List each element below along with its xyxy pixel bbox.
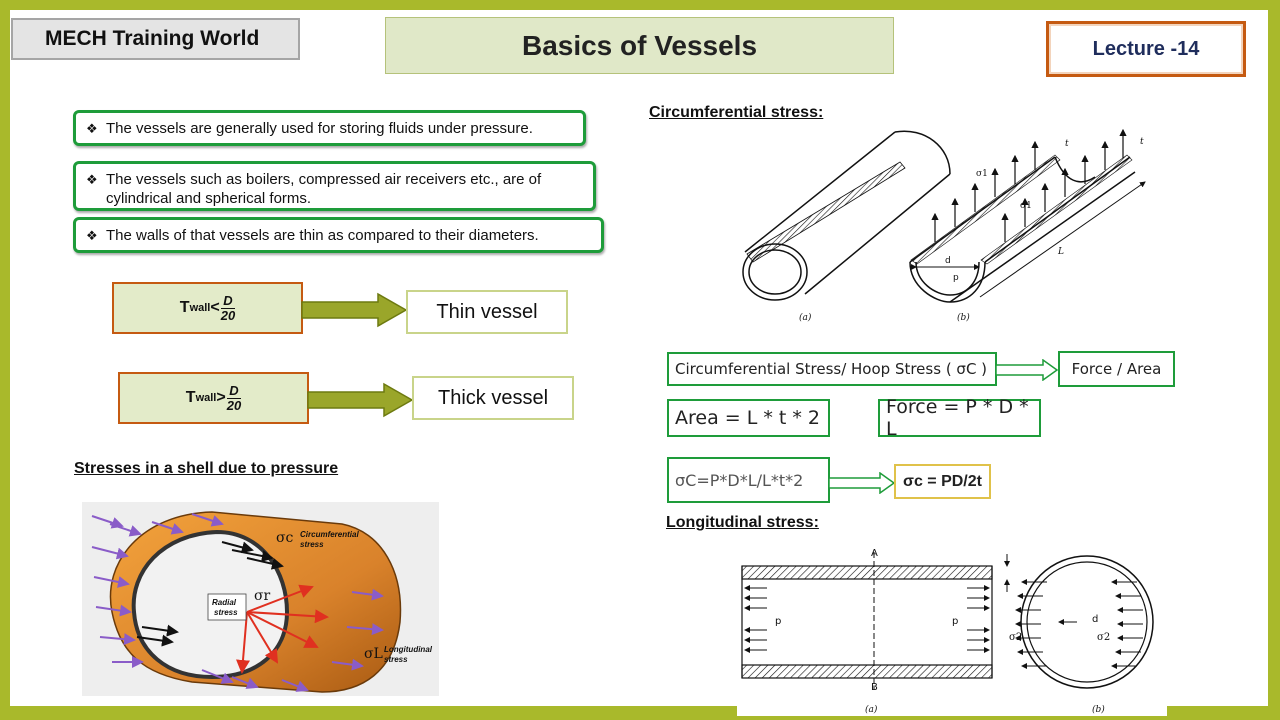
page-title: Basics of Vessels [385, 17, 894, 74]
circ-heading: Circumferential stress: [649, 104, 824, 121]
brand-label: MECH Training World [11, 18, 300, 60]
bullet-item: ❖ The vessels are generally used for sto… [73, 110, 586, 146]
diamond-bullet-icon: ❖ [86, 228, 98, 243]
area-formula-box: Area = L * t * 2 [667, 399, 830, 437]
arrow-right-icon [828, 472, 896, 494]
svg-text:Longitudinal: Longitudinal [384, 645, 433, 654]
svg-text:t: t [1065, 139, 1069, 149]
thin-vessel-label: Thin vessel [406, 290, 568, 334]
diamond-bullet-icon: ❖ [86, 121, 98, 136]
shell-stress-figure: σc Circumferential stress Radial stress … [82, 502, 439, 696]
svg-text:B: B [871, 682, 878, 693]
lecture-badge: Lecture -14 [1046, 21, 1246, 77]
force-formula-box: Force = P * D * L [878, 396, 1041, 440]
frame-left [0, 0, 10, 720]
svg-text:(a): (a) [865, 704, 878, 715]
sigma-c-label: σc [276, 530, 294, 546]
hoop-stress-box: Circumferential Stress/ Hoop Stress ( σC… [667, 352, 997, 386]
longitudinal-figure: A B p p (a) d σ2 σ2 (b) [737, 540, 1167, 716]
force-area-box: Force / Area [1058, 351, 1175, 387]
bullet-text: The walls of that vessels are thin as co… [106, 227, 539, 244]
svg-text:σ2: σ2 [1097, 632, 1110, 643]
arrow-right-icon [995, 359, 1059, 381]
stress-heading: Stresses in a shell due to pressure [74, 460, 339, 477]
svg-text:(b): (b) [957, 312, 970, 322]
arrow-right-icon [307, 382, 414, 418]
svg-text:p: p [775, 616, 781, 627]
svg-text:d: d [1092, 614, 1098, 625]
long-heading: Longitudinal stress: [666, 514, 819, 531]
svg-text:(a): (a) [799, 312, 812, 322]
svg-text:(b): (b) [1092, 704, 1105, 715]
svg-text:σ2: σ2 [1009, 632, 1022, 643]
bullet-text: The vessels such as boilers, compressed … [106, 171, 542, 207]
sigma-r-label: σr [254, 588, 271, 604]
sigma-result-box: σc = PD/2t [894, 464, 991, 499]
svg-text:L: L [1057, 247, 1064, 257]
svg-text:stress: stress [300, 540, 324, 549]
bullet-text: The vessels are generally used for stori… [106, 120, 533, 137]
svg-text:d: d [945, 256, 951, 266]
svg-text:stress: stress [384, 655, 408, 664]
svg-text:σ1: σ1 [1020, 201, 1032, 211]
svg-text:stress: stress [214, 608, 238, 617]
svg-text:Radial: Radial [212, 598, 237, 607]
circumferential-figure: (a) d p σ1 σ1 t t L (b) [742, 128, 1146, 322]
frame-top [0, 0, 1280, 10]
frame-right [1268, 0, 1280, 720]
diamond-bullet-icon: ❖ [86, 172, 98, 187]
svg-text:p: p [953, 273, 959, 283]
bullet-item: ❖ The vessels such as boilers, compresse… [73, 161, 596, 211]
sigma-l-label: σL [364, 646, 383, 662]
thick-vessel-label: Thick vessel [412, 376, 574, 420]
svg-text:σ1: σ1 [976, 169, 988, 179]
svg-text:p: p [952, 616, 958, 627]
sigma-expression-box: σC=P*D*L/L*t*2 [667, 457, 830, 503]
svg-text:Circumferential: Circumferential [300, 530, 359, 539]
bullet-item: ❖ The walls of that vessels are thin as … [73, 217, 604, 253]
svg-text:A: A [871, 548, 878, 559]
arrow-right-icon [301, 292, 408, 328]
svg-text:t: t [1140, 137, 1144, 147]
